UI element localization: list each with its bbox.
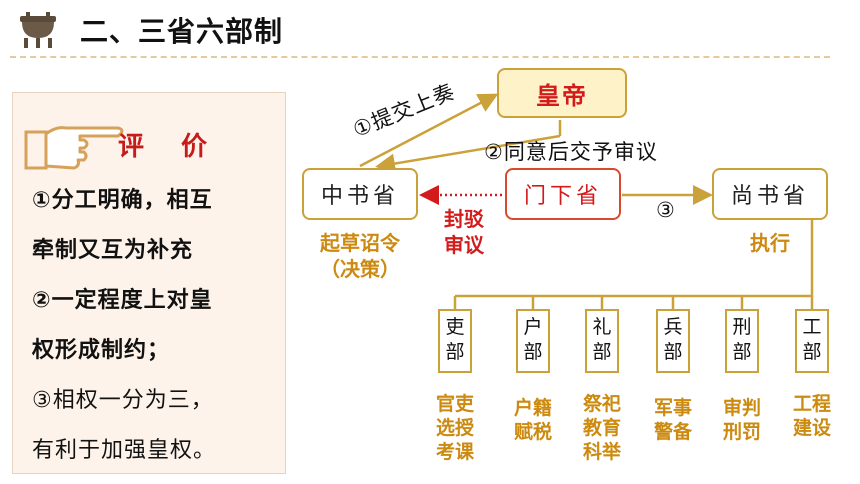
duty-line: 考课: [435, 441, 474, 463]
zhongshu-role: 起草诏令 （决策）: [300, 230, 420, 282]
ministry-name-char: 部: [592, 341, 612, 363]
evaluation-line-6: 有利于加强皇权。: [32, 438, 217, 463]
duty-war: 军事 警备: [643, 396, 703, 444]
emperor-box: 皇帝: [497, 68, 627, 118]
duty-works: 工程 建设: [782, 392, 842, 440]
step-forward-label: ③: [656, 198, 676, 222]
ministry-rites: 礼 部: [585, 309, 619, 373]
duty-line: 刑罚: [722, 421, 761, 443]
ministry-name-char: 部: [663, 341, 683, 363]
shangshu-box: 尚书省: [712, 168, 828, 220]
duty-justice: 审判 刑罚: [712, 396, 772, 444]
ministry-name-char: 户: [523, 316, 543, 338]
zhongshu-role-line-2: （决策）: [320, 257, 400, 281]
evaluation-line-3: ②一定程度上对皇: [32, 288, 213, 313]
duty-line: 警备: [653, 421, 692, 443]
shangshu-role: 执行: [750, 231, 790, 255]
menxia-box: 门下省: [505, 168, 621, 220]
ministry-justice: 刑 部: [725, 309, 759, 373]
duty-line: 建设: [792, 417, 831, 439]
reject-label-line-2: 审议: [444, 233, 484, 257]
step-approve-label: ②同意后交予审议: [484, 140, 658, 164]
duty-line: 官吏: [435, 393, 474, 415]
evaluation-line-2: 牵制又互为补充: [32, 238, 194, 263]
ministry-name-char: 刑: [732, 316, 752, 338]
ministry-name-char: 部: [445, 341, 465, 363]
duty-line: 赋税: [513, 421, 552, 443]
ministry-revenue: 户 部: [516, 309, 550, 373]
duty-line: 军事: [653, 397, 692, 419]
duty-line: 科举: [582, 441, 621, 463]
page-title: 二、三省六部制: [80, 15, 284, 48]
ministry-name-char: 吏: [445, 316, 465, 338]
ministry-war: 兵 部: [656, 309, 690, 373]
ministry-name-char: 部: [732, 341, 752, 363]
zhongshu-role-line-1: 起草诏令: [320, 231, 400, 255]
duty-line: 教育: [582, 417, 621, 439]
duty-line: 审判: [722, 397, 761, 419]
ministry-name-char: 部: [523, 341, 543, 363]
reject-label: 封驳 审议: [436, 206, 492, 258]
ministry-name-char: 兵: [663, 316, 683, 338]
ancient-tripod-icon: [20, 12, 56, 48]
evaluation-line-5: ③相权一分为三，: [32, 388, 214, 413]
reject-label-line-1: 封驳: [444, 207, 484, 231]
ministry-personnel: 吏 部: [438, 309, 472, 373]
ministry-name-char: 部: [802, 341, 822, 363]
ministry-name-char: 礼: [592, 316, 612, 338]
evaluation-line-4: 权形成制约；: [32, 338, 171, 363]
pointing-hand-icon: [24, 126, 124, 170]
duty-line: 工程: [792, 393, 831, 415]
duty-personnel: 官吏 选授 考课: [425, 392, 485, 464]
duty-line: 选授: [435, 417, 474, 439]
header-divider: [10, 56, 830, 58]
duty-line: 户籍: [513, 397, 552, 419]
ministry-works: 工 部: [795, 309, 829, 373]
duty-line: 祭祀: [582, 393, 621, 415]
duty-rites: 祭祀 教育 科举: [572, 392, 632, 464]
duty-revenue: 户籍 赋税: [503, 396, 563, 444]
ministry-name-char: 工: [802, 316, 822, 338]
zhongshu-box: 中书省: [302, 168, 418, 220]
evaluation-line-1: ①分工明确，相互: [32, 188, 213, 213]
evaluation-label: 评 价: [118, 132, 222, 162]
